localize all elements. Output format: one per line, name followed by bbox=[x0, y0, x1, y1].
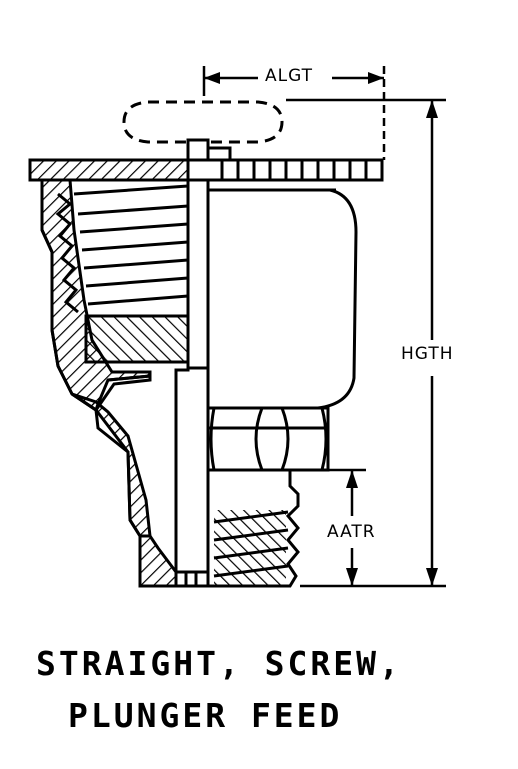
top-flange bbox=[28, 158, 384, 182]
caption-line-2: PLUNGER FEED bbox=[68, 696, 343, 735]
algt-dimension bbox=[202, 66, 386, 160]
algt-label: ALGT bbox=[262, 66, 317, 86]
plunger-handle-phantom bbox=[122, 100, 284, 144]
hex-nut bbox=[206, 406, 330, 472]
hgth-label: HGTH bbox=[398, 344, 457, 364]
threaded-stem bbox=[174, 468, 300, 588]
reservoir-body bbox=[206, 180, 358, 410]
aatr-dimension bbox=[296, 468, 366, 586]
hgth-dimension bbox=[286, 98, 446, 588]
aatr-label: AATR bbox=[324, 522, 379, 542]
caption-line-1: STRAIGHT, SCREW, bbox=[36, 644, 402, 683]
